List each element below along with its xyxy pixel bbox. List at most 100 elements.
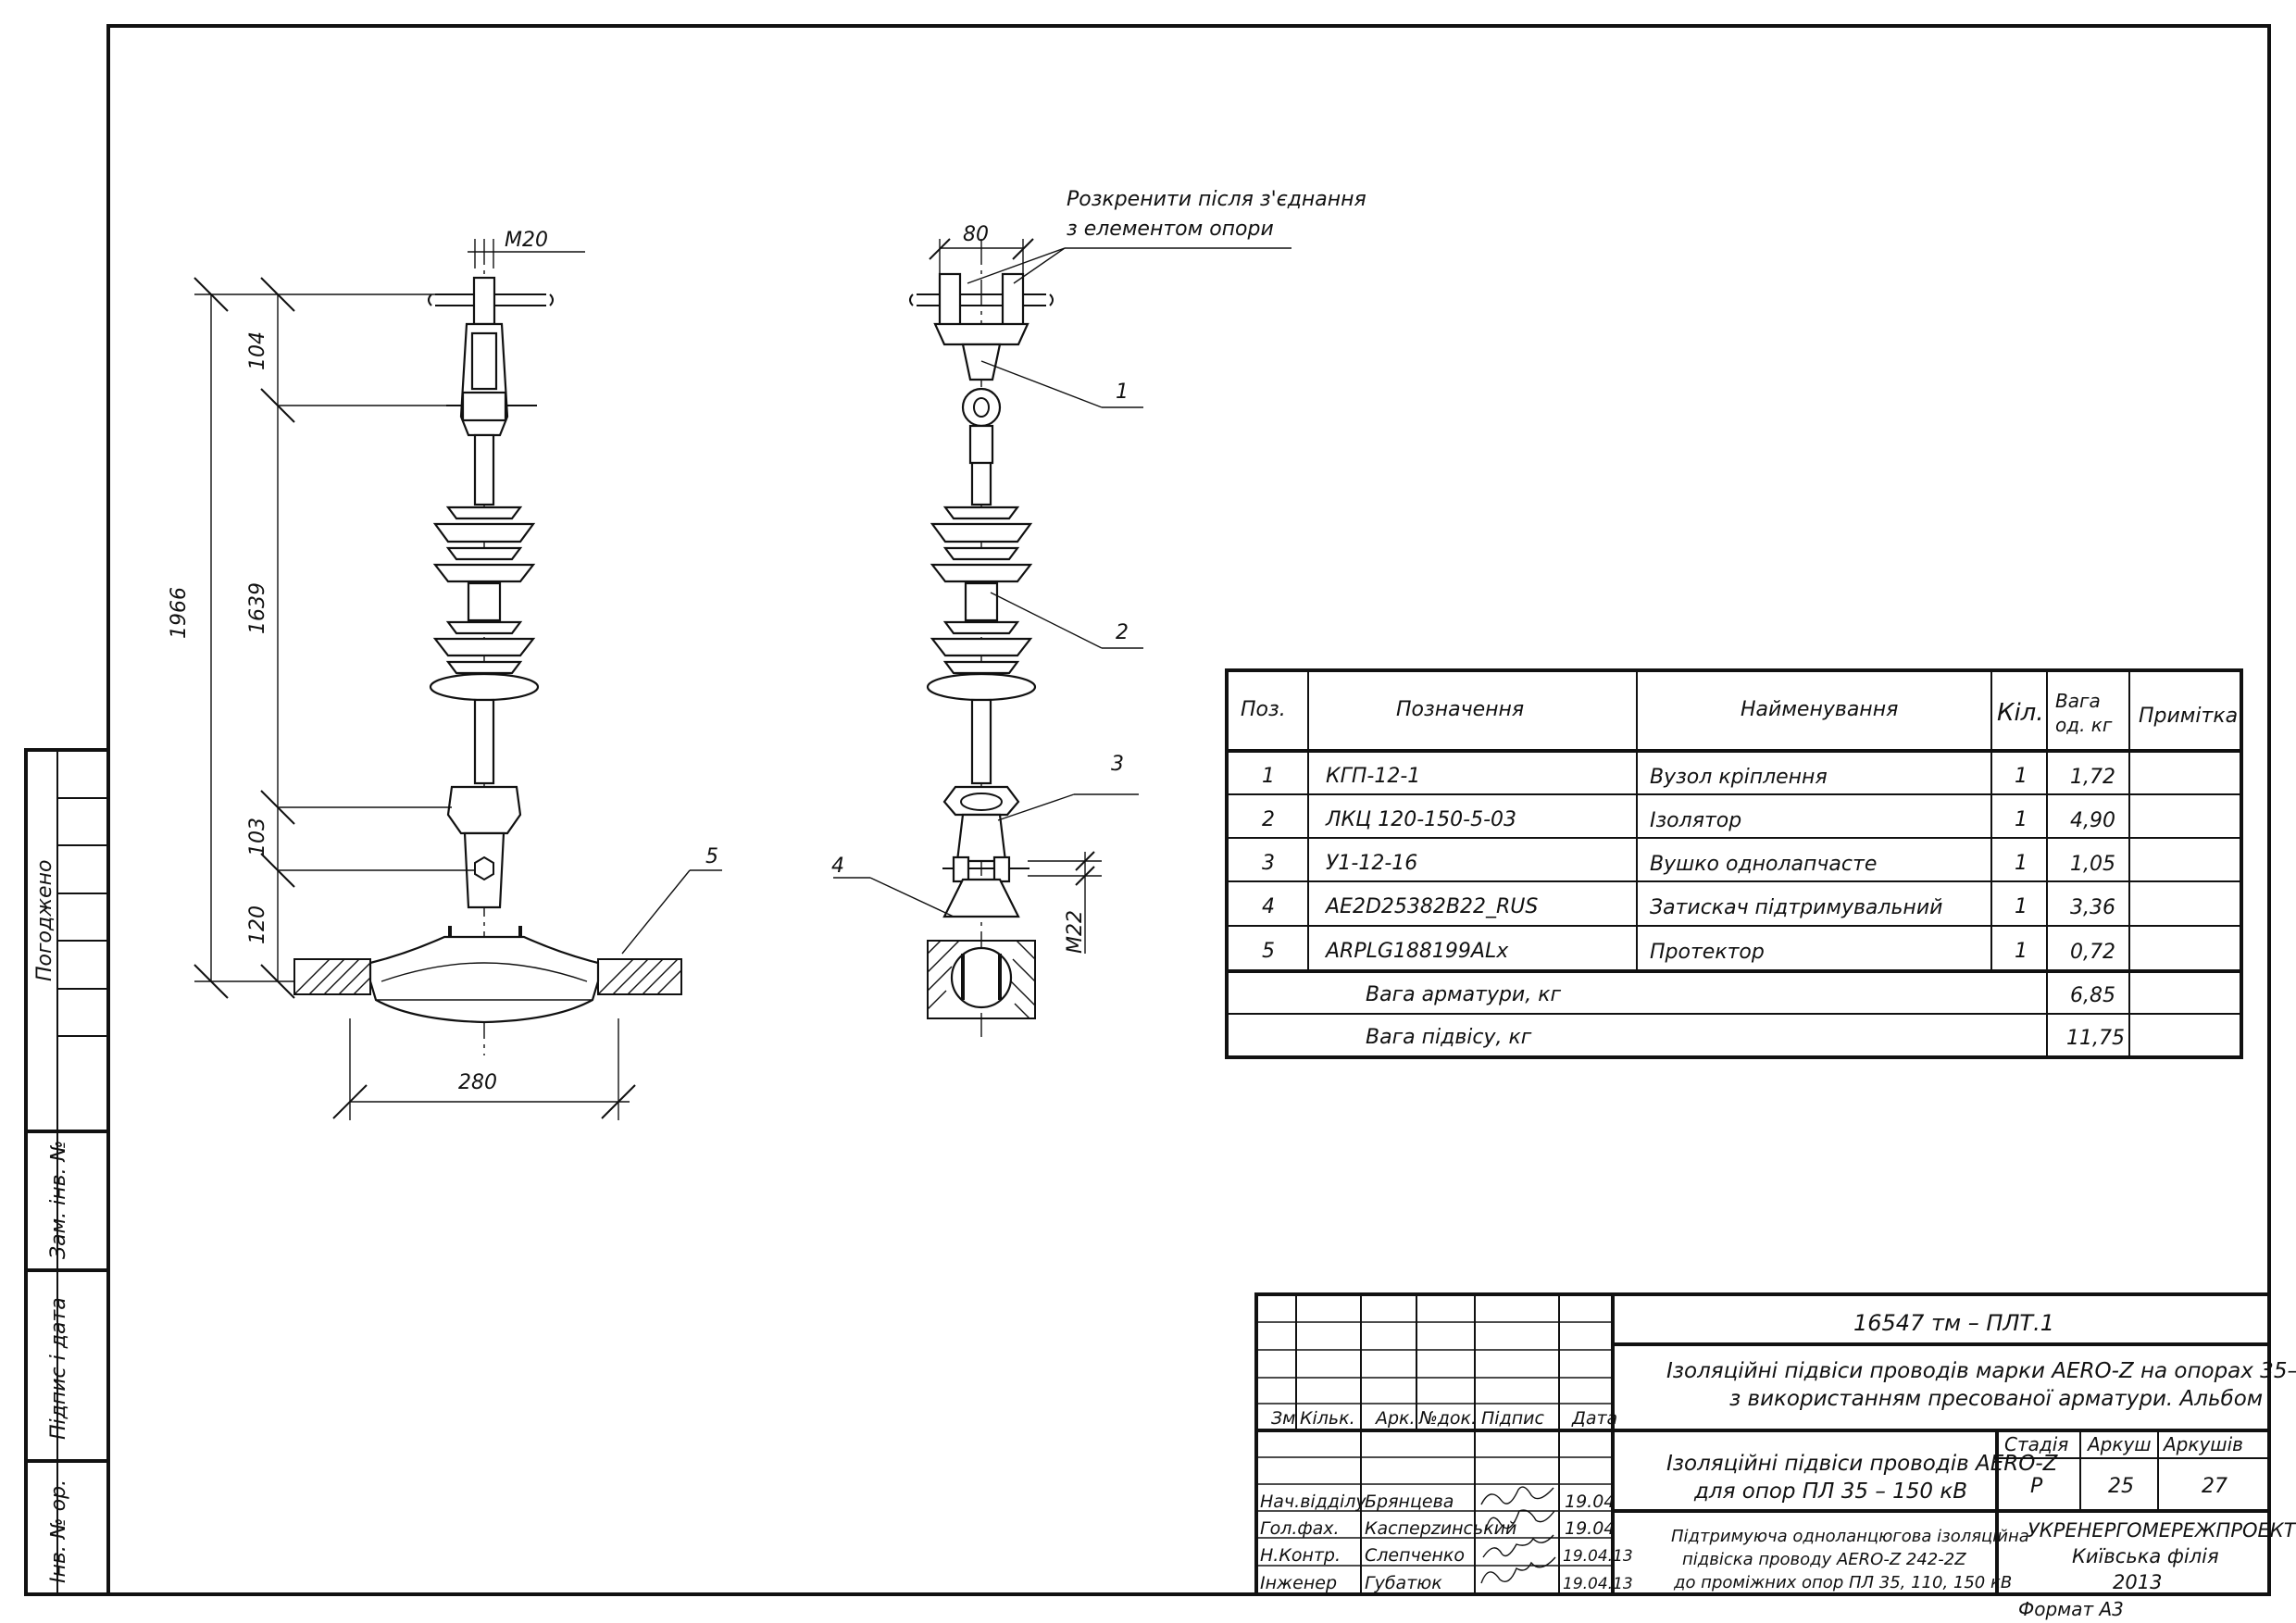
- org-name: УКРЕНЕРГОМЕРЕЖПРОЕКТ: [2028, 1519, 2296, 1542]
- table-row: 2 ЛКЦ 120-150-5-03 Ізолятор 1 4,90: [1262, 808, 2115, 832]
- svg-text:3,36: 3,36: [2070, 896, 2115, 919]
- person-name: Касперzинський: [1365, 1518, 1516, 1539]
- person-date: 19.04: [1565, 1492, 1615, 1512]
- sheets-value: 27: [2202, 1475, 2227, 1498]
- note-line-2: з елементом опори: [1067, 218, 1274, 241]
- svg-text:11,75: 11,75: [2066, 1027, 2125, 1050]
- svg-text:3: 3: [1262, 852, 1275, 875]
- stamp-replaced-inv: Зам. інв. №: [47, 1141, 70, 1260]
- conductor-hatch-left: [293, 958, 371, 995]
- stamp-inv-orig: Інв. № ор.: [47, 1479, 70, 1583]
- svg-text:Вага арматури, кг: Вага арматури, кг: [1366, 983, 1562, 1006]
- svg-text:Підпис: Підпис: [1481, 1408, 1544, 1429]
- th-designation: Позначення: [1396, 698, 1524, 721]
- title-block: 16547 тм – ПЛТ.1 Ізоляційні підвіси пров…: [1254, 1292, 2296, 1620]
- sheet-format: Формат А3: [2018, 1598, 2124, 1620]
- person-date: 19.04.13: [1563, 1575, 1633, 1593]
- table-row: 3 У1-12-16 Вушко однолапчасте 1 1,05: [1262, 852, 2115, 876]
- sheet-label: Аркуш: [2086, 1433, 2152, 1455]
- th-pos: Поз.: [1241, 698, 1286, 721]
- callout-3: 3: [1111, 753, 1124, 776]
- svg-text:1: 1: [2015, 765, 2028, 788]
- th-name: Найменування: [1741, 698, 1898, 721]
- dim-1966: 1966: [168, 587, 191, 639]
- svg-text:Дата: Дата: [1571, 1408, 1617, 1429]
- dim-103: 103: [246, 818, 269, 856]
- callout-5: 5: [705, 845, 718, 868]
- insulator-side-view: 80 Розкренити після з'єднання з елементо…: [831, 188, 1366, 1037]
- person-role: Гол.фах.: [1260, 1518, 1340, 1539]
- svg-text:5: 5: [1262, 940, 1275, 963]
- svg-text:AE2D25382B22_RUS: AE2D25382B22_RUS: [1324, 895, 1538, 918]
- svg-text:Вушко однолапчасте: Вушко однолапчасте: [1650, 853, 1877, 876]
- svg-text:У1-12-16: У1-12-16: [1326, 852, 1417, 875]
- handwritten-signatures: [1480, 1486, 1556, 1584]
- person-role: Нач.відділу: [1260, 1492, 1366, 1512]
- margin-stamp: Погоджено Зам. інв. № Підпис і дата Інв.…: [24, 748, 110, 1596]
- person-date: 19.04.13: [1563, 1547, 1633, 1566]
- person-role: Н.Контр.: [1260, 1545, 1341, 1566]
- dim-104: 104: [246, 331, 269, 370]
- svg-text:Кільк.: Кільк.: [1300, 1408, 1355, 1429]
- callout-2: 2: [1116, 621, 1129, 644]
- stage-value: Р: [2030, 1475, 2043, 1498]
- person-name: Губатюк: [1365, 1573, 1442, 1593]
- table-row: 1 КГП-12-1 Вузол кріплення 1 1,72: [1262, 765, 2115, 789]
- th-weight-1: Вага: [2055, 690, 2101, 712]
- stamp-sign-date: Підпис і дата: [47, 1297, 70, 1440]
- section-title-1: Ізоляційні підвіси проводів AERO-Z: [1666, 1452, 2059, 1476]
- dim-280: 280: [458, 1071, 497, 1094]
- section-title-2: для опор ПЛ 35 – 150 кВ: [1693, 1479, 1967, 1504]
- svg-text:4: 4: [1262, 895, 1275, 918]
- svg-text:Зм: Зм: [1271, 1408, 1296, 1429]
- table-row: 5 ARPLG188199ALx Протектор 1 0,72: [1262, 940, 2115, 964]
- svg-text:Вузол кріплення: Вузол кріплення: [1650, 766, 1828, 789]
- org-year: 2013: [2113, 1571, 2162, 1593]
- person-name: Слепченко: [1365, 1545, 1465, 1566]
- org-branch: Київська філія: [2072, 1545, 2219, 1567]
- svg-text:4,90: 4,90: [2070, 809, 2115, 832]
- callout-1: 1: [1116, 381, 1129, 404]
- spec-table: Поз. Позначення Найменування Кіл. Вага о…: [1225, 668, 2243, 1059]
- album-title-2: з використанням пресованої арматури. Аль…: [1729, 1387, 2263, 1411]
- totals-row: Вага арматури, кг 6,85: [1366, 983, 2115, 1007]
- insulator-sheds: [429, 506, 540, 702]
- svg-text:1: 1: [2015, 808, 2028, 831]
- dim-120: 120: [246, 905, 269, 944]
- conductor-hatch-right: [597, 958, 682, 995]
- note-line-1: Розкренити після з'єднання: [1067, 188, 1366, 211]
- insulator-front-view: М20 1966 104 1639 103 120 280 5: [168, 229, 722, 1120]
- svg-text:1,05: 1,05: [2070, 853, 2115, 876]
- dim-m20: М20: [505, 229, 548, 252]
- doc-code: 16547 тм – ПЛТ.1: [1853, 1310, 2054, 1336]
- dim-1639: 1639: [246, 582, 269, 634]
- person-date: 19.04: [1565, 1518, 1615, 1539]
- th-qty: Кіл.: [1997, 699, 2044, 727]
- stamp-agreed: Погоджено: [33, 860, 56, 981]
- stage-label: Стадія: [2004, 1433, 2068, 1455]
- callout-4: 4: [831, 855, 844, 878]
- svg-text:Ізолятор: Ізолятор: [1650, 809, 1741, 832]
- desc-line-3: до проміжних опор ПЛ 35, 110, 150 кВ: [1673, 1573, 2012, 1592]
- svg-text:1,72: 1,72: [2070, 766, 2115, 789]
- album-title-1: Ізоляційні підвіси проводів марки AERO-Z…: [1666, 1359, 2296, 1383]
- svg-text:ARPLG188199ALx: ARPLG188199ALx: [1324, 940, 1509, 963]
- desc-line-2: підвіска проводу AERO-Z 242-2Z: [1682, 1550, 1966, 1569]
- th-note: Примітка: [2139, 705, 2238, 728]
- desc-line-1: Підтримуюча одноланцюгова ізоляційна: [1671, 1527, 2029, 1546]
- svg-text:1: 1: [1262, 765, 1275, 788]
- person-role: Інженер: [1260, 1573, 1337, 1593]
- dim-80: 80: [963, 223, 989, 246]
- svg-text:Протектор: Протектор: [1650, 941, 1765, 964]
- svg-text:2: 2: [1262, 808, 1275, 831]
- totals-row: Вага підвісу, кг 11,75: [1366, 1026, 2125, 1050]
- svg-text:№док.: №док.: [1418, 1408, 1477, 1429]
- svg-text:Затискач підтримувальний: Затискач підтримувальний: [1650, 896, 1942, 919]
- sheets-label: Аркушів: [2162, 1433, 2243, 1455]
- insulator-sheds-side: [926, 506, 1037, 702]
- dim-m22: М22: [1064, 910, 1087, 954]
- svg-text:1: 1: [2015, 852, 2028, 875]
- svg-text:0,72: 0,72: [2070, 941, 2115, 964]
- sheet-value: 25: [2108, 1475, 2134, 1498]
